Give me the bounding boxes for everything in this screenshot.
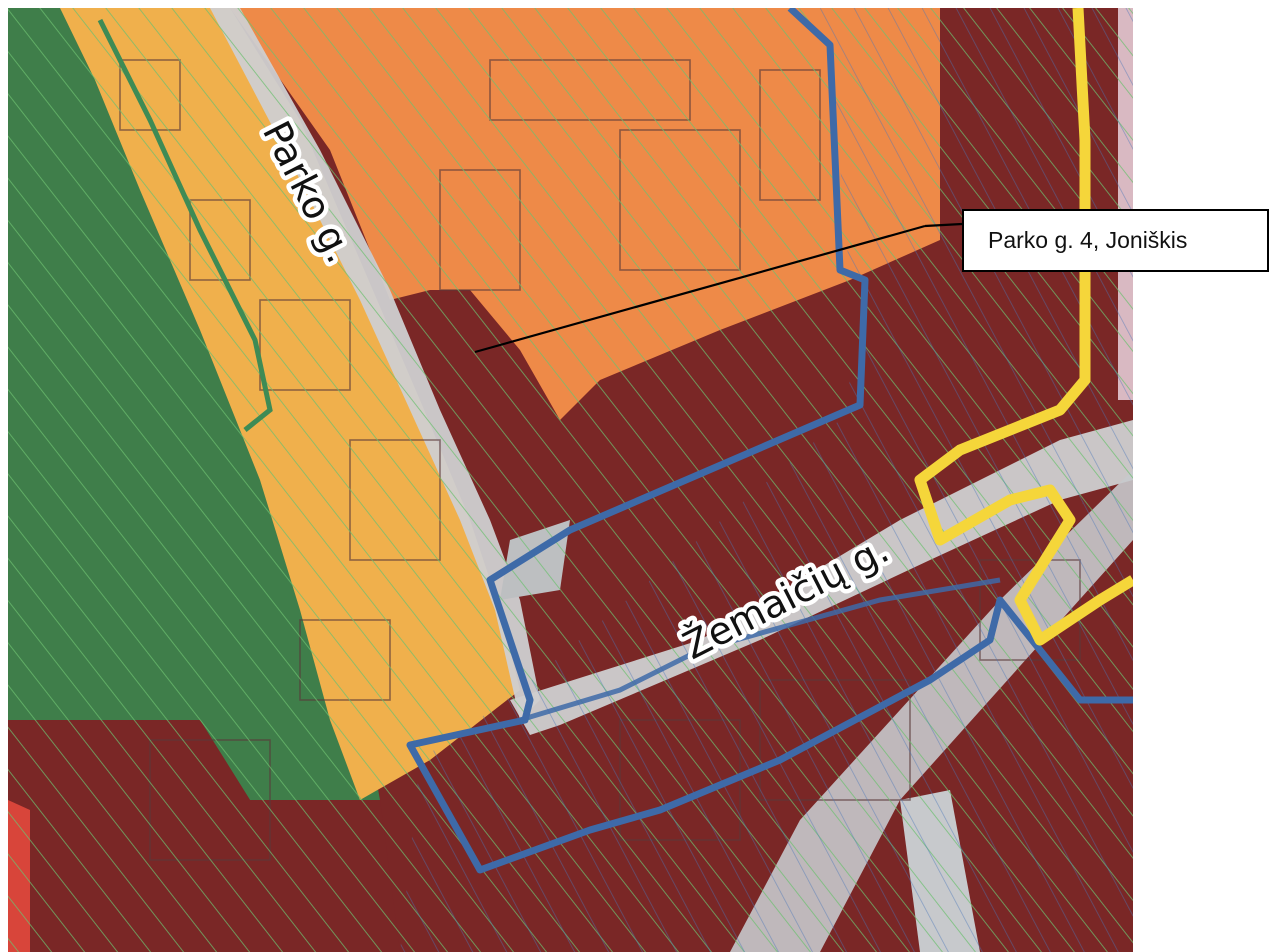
blue-hatching [400,8,1133,952]
callout-leader-tail [924,222,963,228]
address-callout-box: Parko g. 4, Joniškis [962,209,1269,272]
planning-boundary-yellow [914,8,1133,646]
planning-boundary-blue-inner [519,577,1001,723]
planning-boundary-blue [406,8,1133,874]
callout-leader-line [474,224,926,354]
park-boundary-line [97,18,273,432]
address-callout-label: Parko g. 4, Joniškis [988,227,1188,253]
